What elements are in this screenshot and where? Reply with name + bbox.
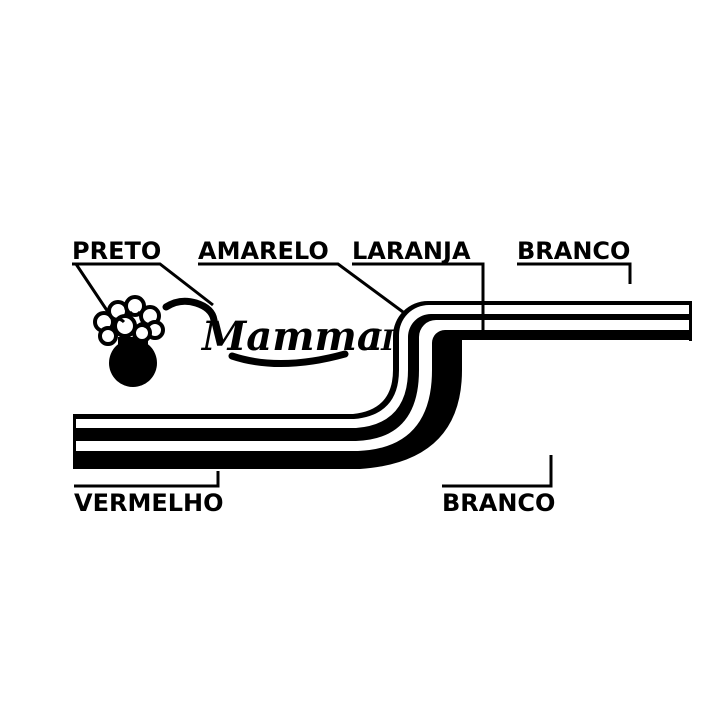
label-branco-top: BRANCO — [517, 237, 630, 265]
stripe-top-cap — [689, 301, 692, 341]
leader-branco-top — [517, 262, 632, 284]
label-preto: PRETO — [72, 237, 161, 265]
leader-preto-flowers — [74, 263, 114, 319]
logo-script-text: Mamma — [200, 313, 383, 360]
logo-suffix-text: II — [367, 324, 395, 357]
leader-amarelo — [198, 262, 404, 314]
label-branco-bottom: BRANCO — [442, 489, 555, 517]
label-laranja: LARANJA — [352, 237, 471, 265]
leader-vermelho — [74, 471, 220, 488]
flower-pot-icon — [93, 295, 165, 387]
labels: PRETO AMARELO LARANJA BRANCO VERMELHO BR… — [72, 237, 630, 517]
mamma-logo: Mamma II — [162, 297, 395, 368]
logo-swash — [162, 297, 349, 368]
leader-preto — [72, 262, 214, 307]
label-vermelho: VERMELHO — [74, 489, 224, 517]
leader-branco-bottom — [442, 455, 553, 488]
leader-lines — [72, 262, 632, 488]
label-amarelo: AMARELO — [198, 237, 329, 265]
leader-laranja — [352, 262, 485, 334]
